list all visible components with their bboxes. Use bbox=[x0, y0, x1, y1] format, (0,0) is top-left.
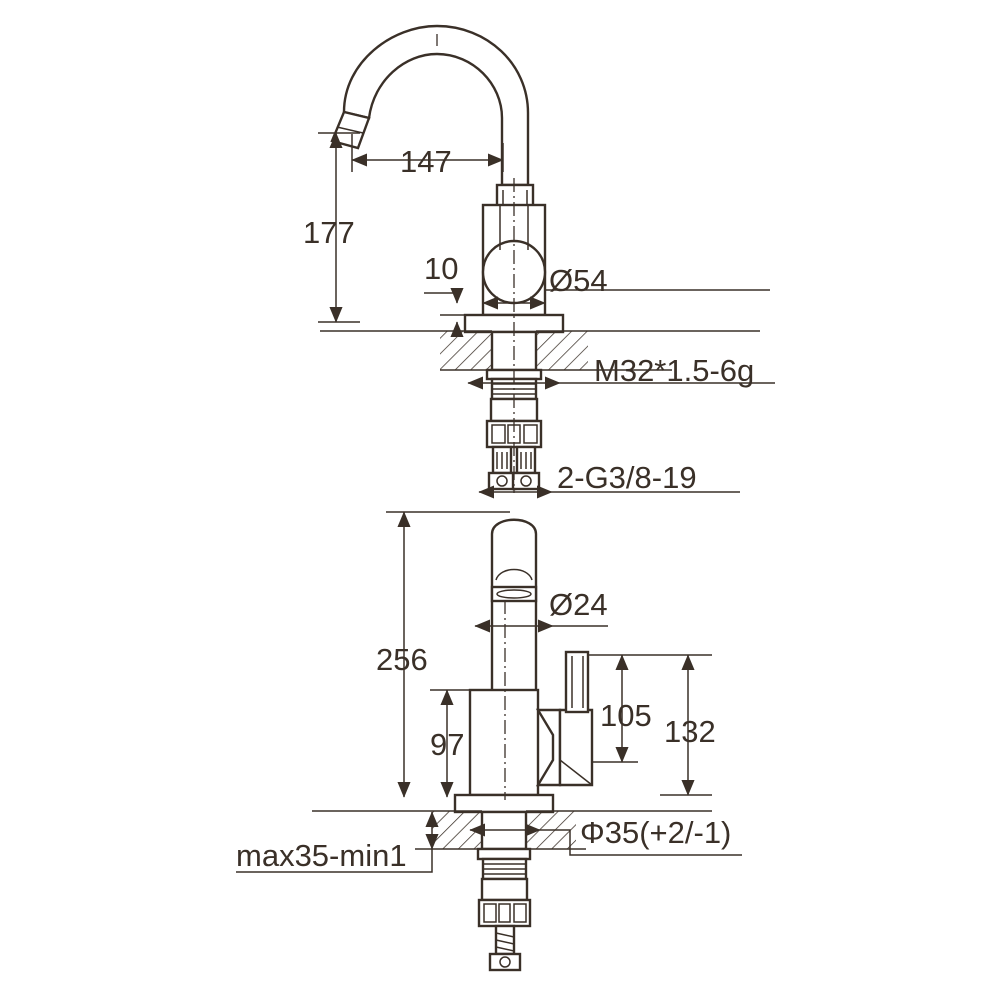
dim-label-10: 10 bbox=[424, 251, 458, 286]
dim-177 bbox=[318, 132, 360, 323]
dim-label-97: 97 bbox=[430, 727, 464, 762]
dim-label-d54: Ø54 bbox=[549, 263, 608, 298]
top-view-side-elevation bbox=[318, 24, 775, 499]
dim-label-256: 256 bbox=[376, 642, 428, 677]
dim-deck-thickness bbox=[236, 811, 439, 873]
dim-label-105: 105 bbox=[600, 698, 652, 733]
dim-10 bbox=[424, 287, 470, 338]
spout-gooseneck bbox=[330, 24, 530, 187]
counter-deck-section bbox=[320, 330, 760, 371]
dim-256 bbox=[386, 511, 510, 798]
dim-label-hole35: Φ35(+2/-1) bbox=[580, 815, 731, 850]
supply-connector-front bbox=[477, 898, 532, 972]
dim-d54 bbox=[482, 289, 770, 310]
faucet-body-front bbox=[468, 688, 540, 797]
handle-lever bbox=[535, 650, 594, 787]
dim-label-m32: M32*1.5-6g bbox=[594, 353, 754, 388]
dimension-labels: 177 147 10 Ø54 M32*1.5-6g 2-G3/8-19 256 … bbox=[236, 144, 754, 873]
dim-label-d24: Ø24 bbox=[549, 587, 608, 622]
bottom-view-front-elevation bbox=[236, 511, 742, 972]
dim-label-147: 147 bbox=[400, 144, 452, 179]
supply-connectors bbox=[485, 419, 543, 491]
dim-label-deck-thickness: max35-min1 bbox=[236, 838, 407, 873]
dim-label-177: 177 bbox=[303, 215, 355, 250]
dim-97 bbox=[430, 689, 472, 798]
dim-hole-35 bbox=[469, 823, 742, 856]
dim-147 bbox=[351, 134, 504, 172]
dim-132 bbox=[660, 654, 712, 796]
spout-tube-front bbox=[490, 518, 538, 707]
dim-label-g38: 2-G3/8-19 bbox=[557, 460, 697, 495]
mounting-shank-front bbox=[476, 810, 532, 902]
base-flange-front bbox=[453, 793, 555, 814]
dim-label-132: 132 bbox=[664, 714, 716, 749]
